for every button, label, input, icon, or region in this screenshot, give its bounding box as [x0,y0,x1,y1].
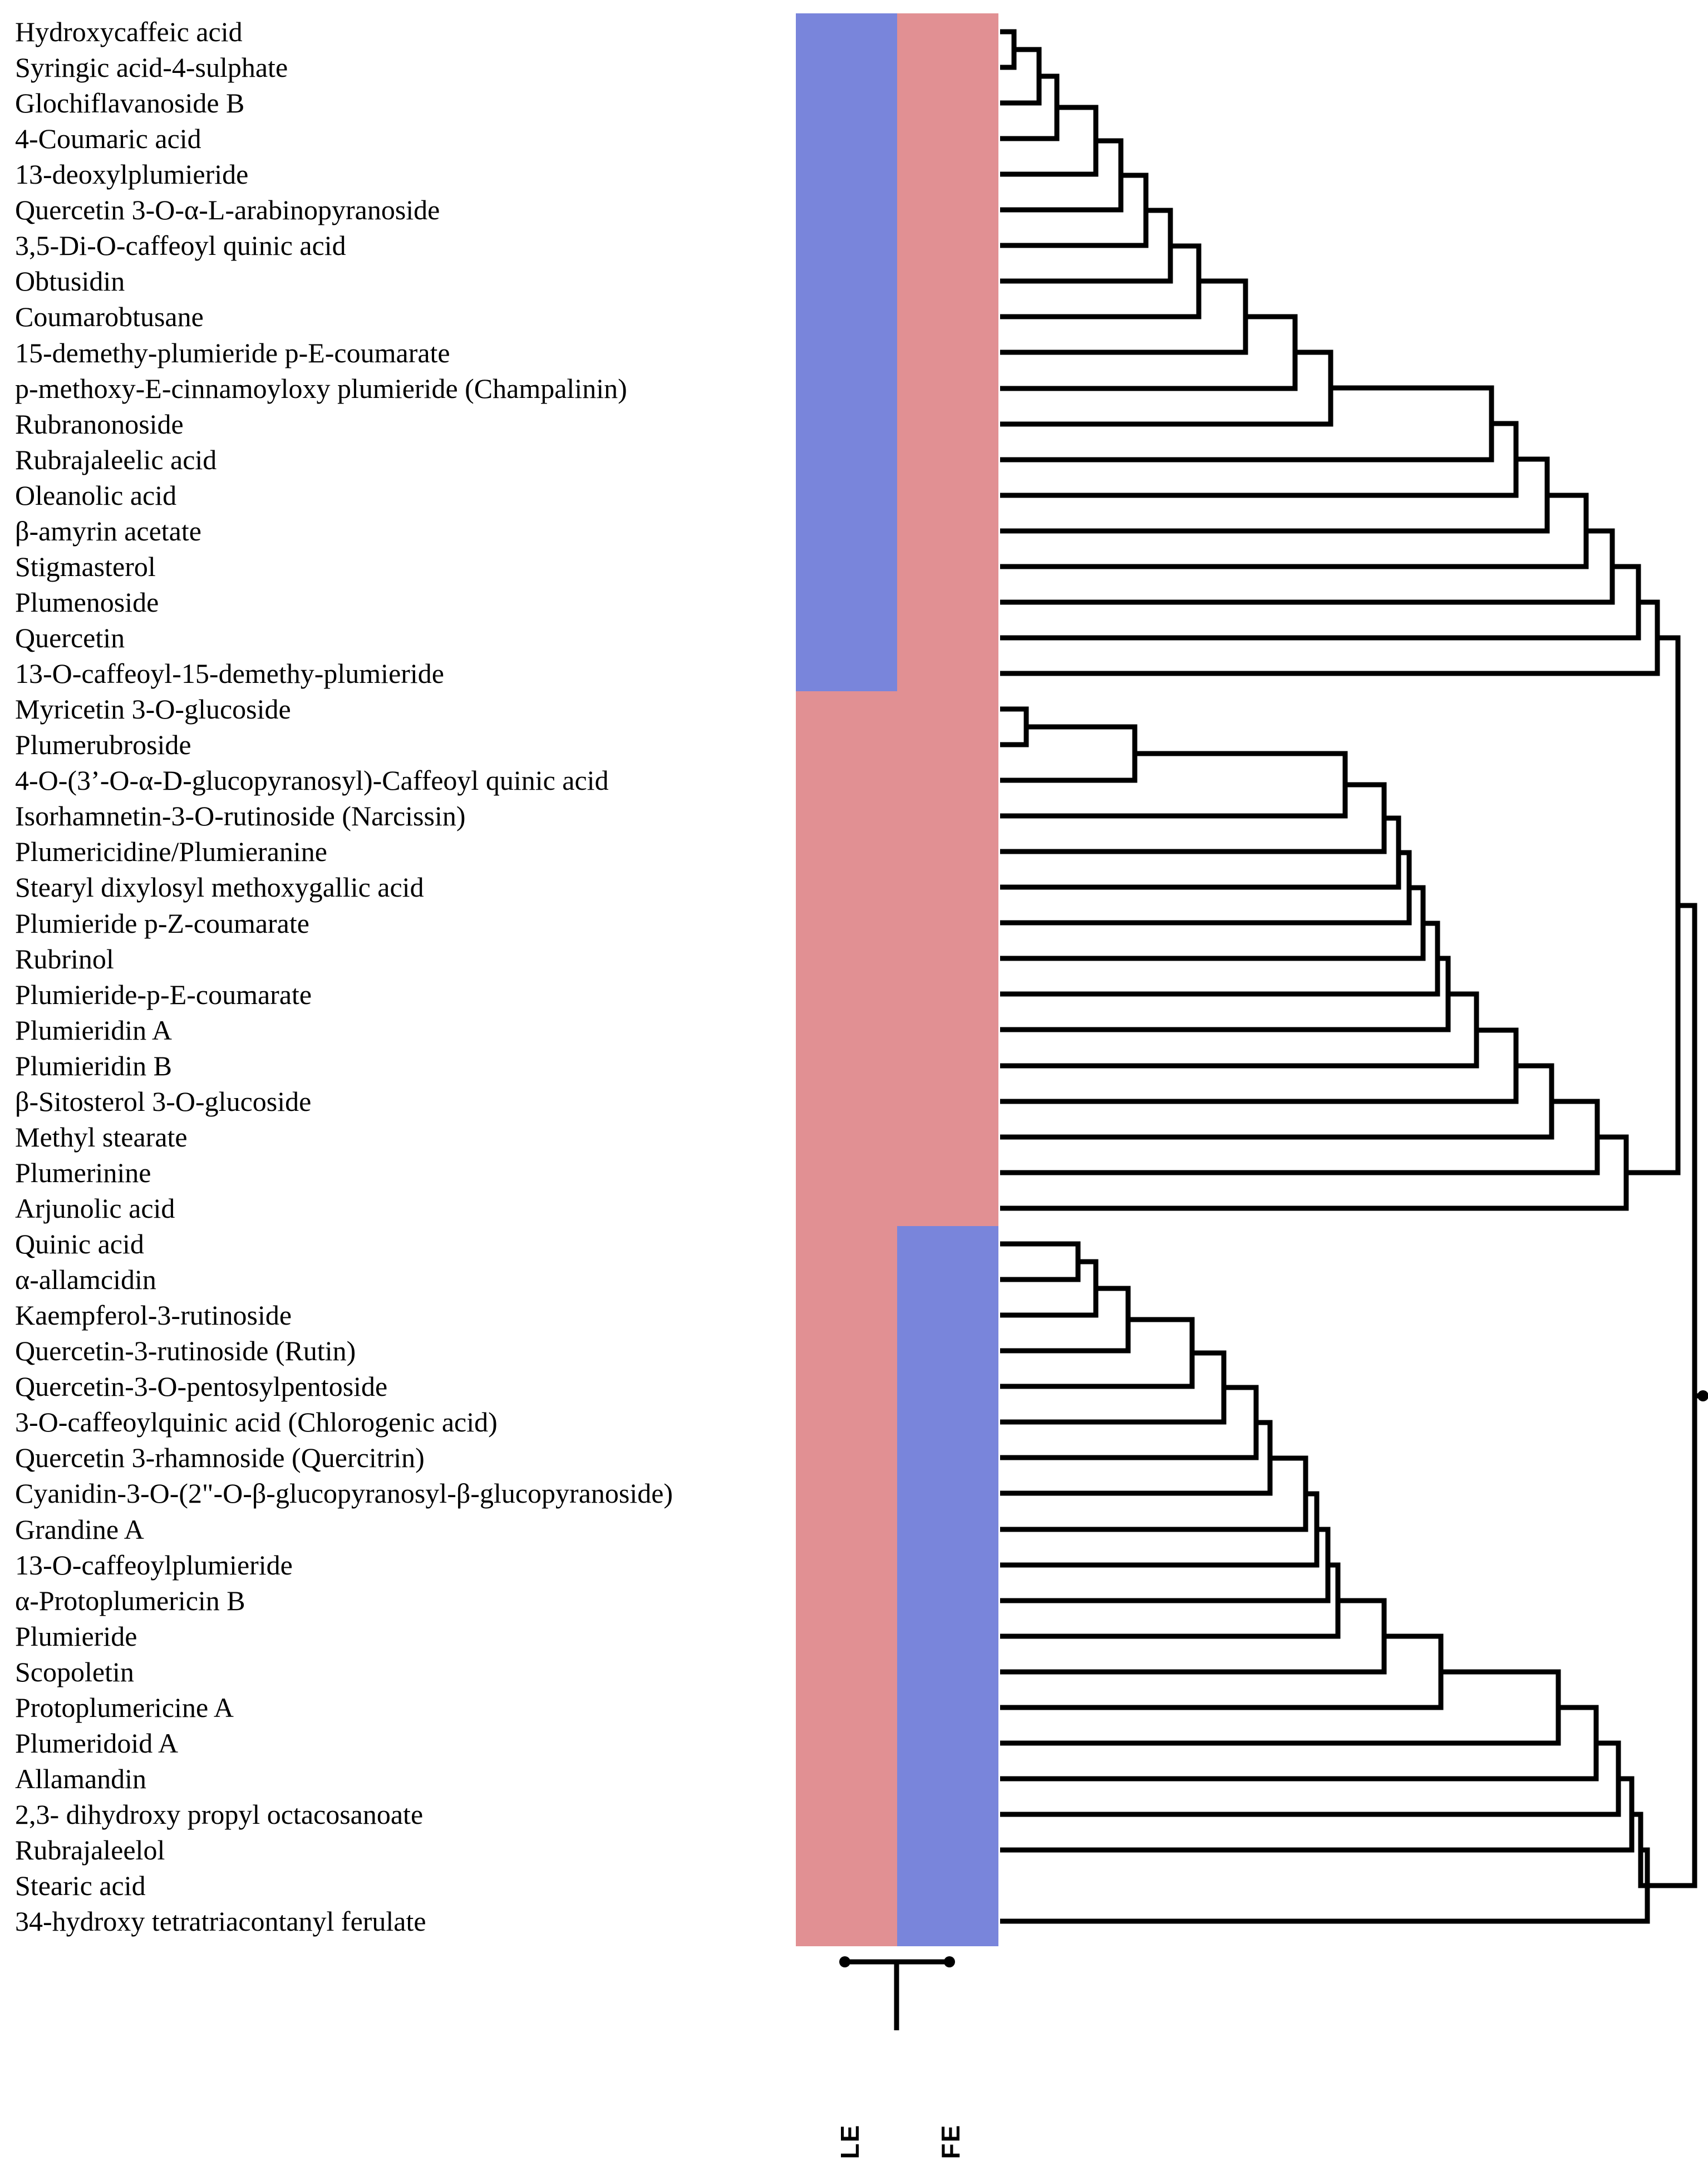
leaf-label: Plumeridoid A [15,1727,179,1759]
annotation-strip-LE-blue [796,13,897,691]
leaf-label: Quercetin 3-O-α-L-arabinopyranoside [15,194,440,226]
leaf-label: Rubranonoside [15,408,184,440]
leaf-label: 2,3- dihydroxy propyl octacosanoate [15,1799,424,1830]
leaf-label: α-Protoplumericin B [15,1584,245,1616]
leaf-label: Coumarobtusane [15,301,204,333]
leaf-label: β-amyrin acetate [15,515,201,547]
leaf-label: Obtusidin [15,265,125,297]
leaf-label: Plumericidine/Plumieranine [15,836,327,868]
leaf-label: Scopoletin [15,1656,134,1687]
leaf-label: Oleanolic acid [15,479,177,511]
scale-bar-right-dot [944,1956,955,1967]
dendrogram-link [1000,1286,1131,1354]
leaf-label: Plumenoside [15,586,159,618]
leaf-label: Quinic acid [15,1228,144,1260]
leaf-label: 13-O-caffeoylplumieride [15,1549,293,1581]
dendrogram-link [1647,903,1697,1888]
leaf-label: Kaempferol-3-rutinoside [15,1300,292,1331]
leaf-label: Quercetin 3-rhamnoside (Quercitrin) [15,1442,425,1474]
root-dot [1697,1390,1708,1401]
leaf-label: Myricetin 3-O-glucoside [15,693,291,725]
annotation-strip-FE-blue [897,1226,998,1946]
leaf-label: Plumieridin B [15,1050,172,1081]
leaf-label: Plumieridin A [15,1014,172,1046]
leaf-label: Arjunolic acid [15,1192,175,1224]
leaf-label: Allamandin [15,1763,147,1794]
dendrogram-link [1000,724,1138,783]
dendrogram-link [1000,1259,1099,1318]
leaf-label: Stigmasterol [15,550,156,582]
leaf-label: Rubrajaleelol [15,1834,165,1866]
leaf-label: Rubrajaleelic acid [15,444,217,475]
leaf-label: Grandine A [15,1513,144,1545]
leaf-label: 13-O-caffeoyl-15-demethy-plumieride [15,658,444,690]
leaf-label: Methyl stearate [15,1121,188,1153]
dendrogram-link [1000,29,1017,70]
leaf-label: 15-demethy-plumieride p-E-coumarate [15,337,450,368]
leaf-label: 4-O-(3’-O-α-D-glucopyranosyl)-Caffeoyl q… [15,765,609,796]
leaf-label: 3-O-caffeoylquinic acid (Chlorogenic aci… [15,1406,498,1438]
leaf-label: 34-hydroxy tetratriacontanyl ferulate [15,1906,426,1937]
leaf-label: 3,5-Di-O-caffeoyl quinic acid [15,230,346,262]
dendrogram-link [1626,635,1681,1175]
leaf-label: Plumerinine [15,1157,151,1188]
leaf-label: Stearic acid [15,1870,146,1902]
leaf-label: Hydroxycaffeic acid [15,16,243,47]
leaf-label: Rubrinol [15,943,114,975]
leaf-label: 13-deoxylplumieride [15,159,249,190]
leaf-label: 4-Coumaric acid [15,123,201,155]
dendrogram-link [1000,706,1029,747]
leaf-label: Quercetin [15,622,125,654]
leaf-label: Protoplumericine A [15,1691,234,1723]
leaf-label: α-allamcidin [15,1264,156,1296]
dendrogram-link [1000,1847,1650,1924]
leaf-label: p-methoxy-E-cinnamoyloxy plumieride (Cha… [15,372,627,404]
dendrogram-link [1000,73,1060,141]
dendrogram-link [1000,47,1042,106]
leaf-label: Glochiflavanoside B [15,87,245,119]
column-label-fe: FE [936,2124,965,2159]
leaf-label: Plumieride p-Z-coumarate [15,907,309,939]
leaf-label: Stearyl dixylosyl methoxygallic acid [15,872,424,903]
leaf-label: Syringic acid-4-sulphate [15,52,288,83]
leaf-label: Quercetin-3-O-pentosylpentoside [15,1371,388,1403]
leaf-label: Quercetin-3-rutinoside (Rutin) [15,1335,356,1367]
leaf-label: Isorhamnetin-3-O-rutinoside (Narcissin) [15,800,466,832]
leaf-label: Cyanidin-3-O-(2"-O-β-glucopyranosyl-β-gl… [15,1478,673,1509]
annotation-strip-FE-pink [897,13,998,1226]
leaf-label: Plumieride [15,1620,137,1652]
annotation-strip-LE-pink [796,691,897,1946]
leaf-label: β-Sitosterol 3-O-glucoside [15,1085,312,1117]
dendrogram-link [1632,1812,1647,1888]
leaf-label: Plumieride-p-E-coumarate [15,978,312,1010]
leaf-label: Plumerubroside [15,729,191,761]
dendrogram-link [1000,1241,1081,1282]
scale-bar-left-dot [839,1956,850,1967]
dendrogram-link [1000,751,1348,819]
column-label-le: LE [835,2124,864,2159]
